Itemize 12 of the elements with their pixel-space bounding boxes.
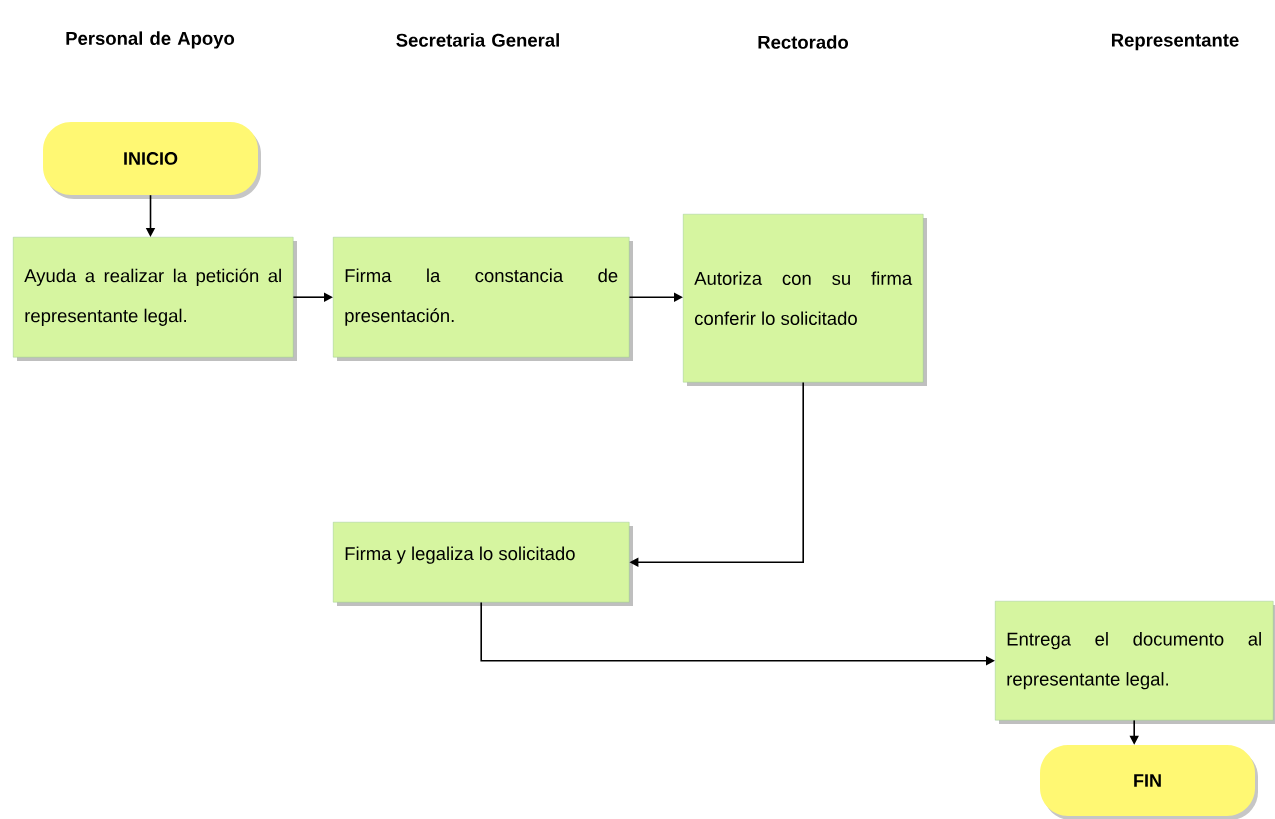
process-box: Firma la constancia de presentación.: [333, 237, 633, 361]
terminator-box: FIN: [1040, 745, 1258, 819]
process-box: Entrega el documento al representante legal.: [995, 601, 1275, 724]
process-box: Ayuda a realizar la petición al representante legal.: [13, 237, 297, 361]
arrow: [292, 292, 333, 302]
column-heading: Rectorado: [758, 35, 848, 49]
column-heading: Representante: [1112, 33, 1239, 51]
process-box: Autoriza con su firma conferir lo solicitado: [683, 214, 927, 386]
column-heading: Personal de Apoyo: [66, 31, 235, 49]
terminator-box: INICIO: [43, 122, 261, 199]
column-heading: Secretaria General: [396, 33, 559, 47]
process-box: Firma y legaliza lo solicitado: [333, 522, 633, 606]
